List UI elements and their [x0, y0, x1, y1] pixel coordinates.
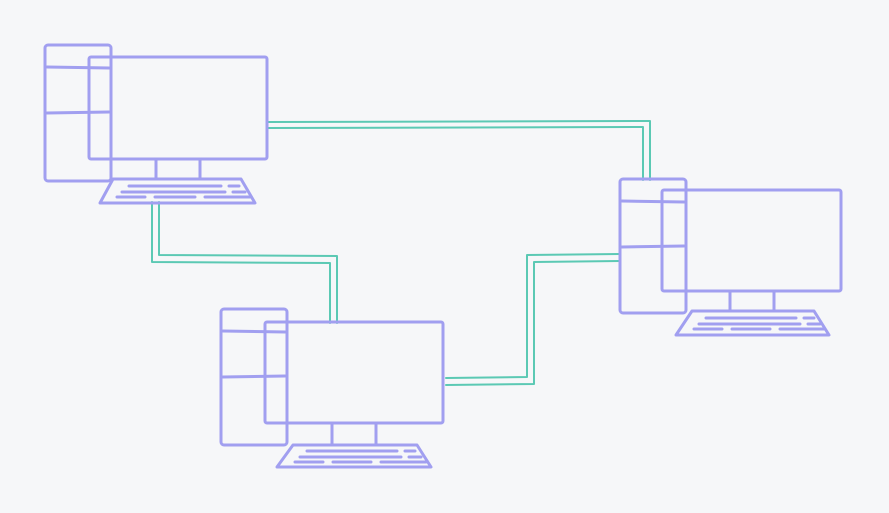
tower-bay-line	[45, 65, 111, 70]
monitor-stand	[728, 289, 776, 313]
monitor-screen	[263, 320, 445, 425]
computer-top-left	[43, 43, 269, 205]
keyboard-keys	[692, 316, 826, 331]
tower-case	[43, 43, 113, 183]
tower-bay-line	[620, 199, 686, 204]
keyboard	[98, 177, 257, 205]
keyboard	[275, 443, 433, 469]
computer-right	[618, 177, 843, 337]
tower-bay-line	[221, 329, 287, 334]
tower-bay-line	[620, 244, 686, 249]
monitor-stand	[330, 421, 378, 447]
cable-top-left-to-right	[267, 120, 651, 181]
keyboard	[674, 309, 831, 337]
cable-top-left-to-bottom	[151, 201, 338, 324]
cable-bottom-to-right	[445, 253, 621, 386]
computer-bottom	[219, 307, 445, 469]
tower-case	[618, 177, 688, 315]
tower-bay-line	[45, 110, 111, 115]
monitor-screen	[660, 188, 843, 293]
keyboard-keys	[293, 449, 428, 464]
tower-case	[219, 307, 289, 447]
monitor-stand	[154, 157, 202, 181]
keyboard-keys	[115, 184, 252, 199]
tower-bay-line	[221, 374, 287, 379]
monitor-screen	[87, 55, 269, 161]
